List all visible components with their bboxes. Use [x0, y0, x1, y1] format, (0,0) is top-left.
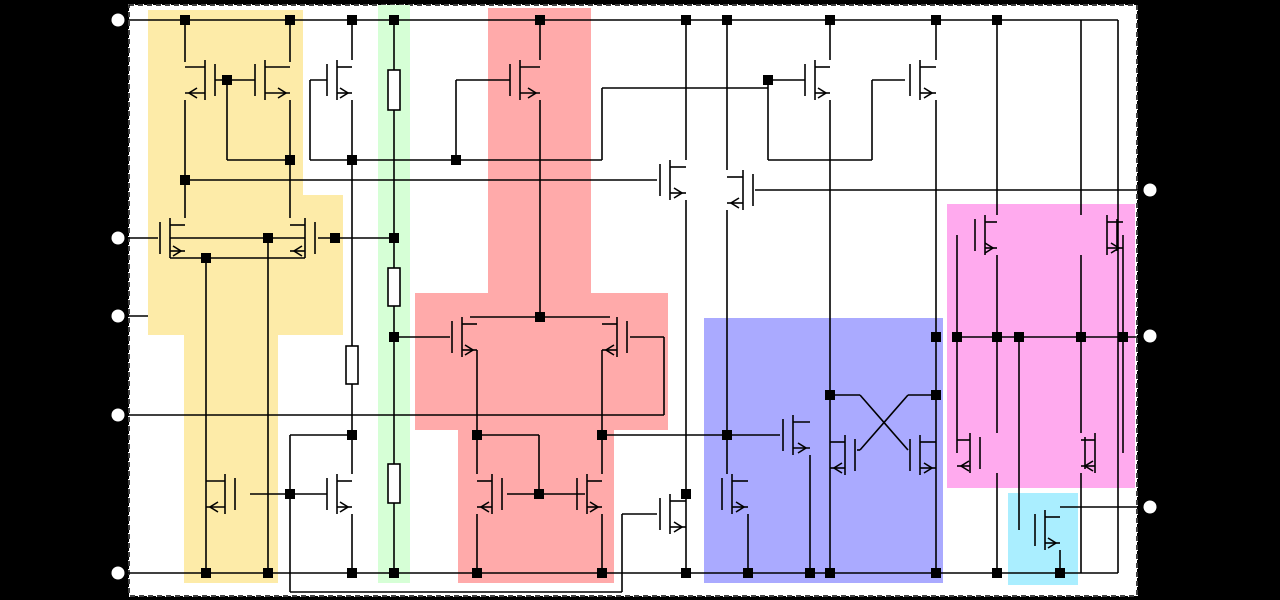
terminal-pin — [111, 408, 125, 422]
arrow-icon — [984, 242, 995, 254]
junction-node — [1055, 568, 1065, 578]
terminal-pin — [1143, 183, 1157, 197]
junction-node — [681, 489, 691, 499]
junction-node — [222, 75, 232, 85]
junction-node — [201, 568, 211, 578]
junction-node — [681, 15, 691, 25]
junction-node — [825, 390, 835, 400]
arrow-icon — [292, 245, 303, 257]
resistor — [387, 69, 401, 111]
junction-node — [285, 489, 295, 499]
arrow-icon — [817, 87, 828, 99]
junction-node — [931, 332, 941, 342]
junction-node — [825, 568, 835, 578]
arrow-icon — [527, 87, 538, 99]
junction-node — [389, 15, 399, 25]
junction-node — [534, 489, 544, 499]
arrow-icon — [673, 187, 684, 199]
arrow-icon — [464, 344, 475, 356]
resistor — [387, 463, 401, 504]
junction-node — [472, 568, 482, 578]
junction-node — [1014, 332, 1024, 342]
arrow-icon — [277, 87, 288, 99]
junction-node — [952, 332, 962, 342]
junction-node — [1118, 332, 1128, 342]
arrow-icon — [1047, 537, 1058, 549]
junction-node — [722, 15, 732, 25]
arrow-icon — [479, 501, 490, 513]
junction-node — [347, 15, 357, 25]
junction-node — [597, 430, 607, 440]
arrow-icon — [923, 87, 934, 99]
junction-node — [722, 430, 732, 440]
junction-node — [389, 332, 399, 342]
junction-node — [743, 568, 753, 578]
arrow-icon — [339, 87, 350, 99]
junction-node — [330, 233, 340, 243]
junction-node — [389, 568, 399, 578]
terminal-pin — [111, 13, 125, 27]
terminal-pin — [111, 566, 125, 580]
junction-node — [535, 15, 545, 25]
terminal-pin — [1143, 500, 1157, 514]
junction-node — [992, 568, 1002, 578]
junction-node — [201, 253, 211, 263]
junction-node — [992, 332, 1002, 342]
junction-node — [992, 15, 1002, 25]
arrow-icon — [735, 501, 746, 513]
arrow-icon — [589, 501, 600, 513]
junction-node — [389, 233, 399, 243]
wire — [859, 394, 909, 451]
arrow-icon — [339, 501, 350, 513]
arrow-icon — [797, 442, 808, 454]
junction-node — [1076, 332, 1086, 342]
junction-node — [180, 15, 190, 25]
arrow-icon — [604, 344, 615, 356]
arrow-icon — [729, 197, 740, 209]
terminal-pin — [1143, 329, 1157, 343]
terminal-pin — [111, 231, 125, 245]
junction-node — [535, 312, 545, 322]
junction-node — [347, 430, 357, 440]
junction-node — [931, 15, 941, 25]
magenta-block — [947, 204, 1135, 488]
junction-node — [285, 155, 295, 165]
arrow-icon — [208, 501, 219, 513]
arrow-icon — [673, 521, 684, 533]
junction-node — [825, 15, 835, 25]
arrow-icon — [1110, 242, 1121, 254]
arrow-icon — [923, 462, 934, 474]
canvas-dashed-border — [128, 4, 1138, 597]
junction-node — [597, 568, 607, 578]
junction-node — [263, 233, 273, 243]
arrow-icon — [832, 462, 843, 474]
arrow-icon — [959, 460, 970, 472]
junction-node — [472, 430, 482, 440]
junction-node — [347, 155, 357, 165]
junction-node — [263, 568, 273, 578]
terminal-pin — [111, 309, 125, 323]
junction-node — [451, 155, 461, 165]
junction-node — [931, 390, 941, 400]
junction-node — [347, 568, 357, 578]
junction-node — [931, 568, 941, 578]
yellow-block — [148, 10, 343, 583]
arrow-icon — [187, 87, 198, 99]
arrow-icon — [1083, 460, 1094, 472]
blue-block — [704, 318, 943, 583]
junction-node — [180, 175, 190, 185]
junction-node — [681, 568, 691, 578]
resistor — [387, 267, 401, 307]
junction-node — [285, 15, 295, 25]
resistor — [345, 345, 359, 385]
junction-node — [763, 75, 773, 85]
arrow-icon — [172, 245, 183, 257]
junction-node — [805, 568, 815, 578]
